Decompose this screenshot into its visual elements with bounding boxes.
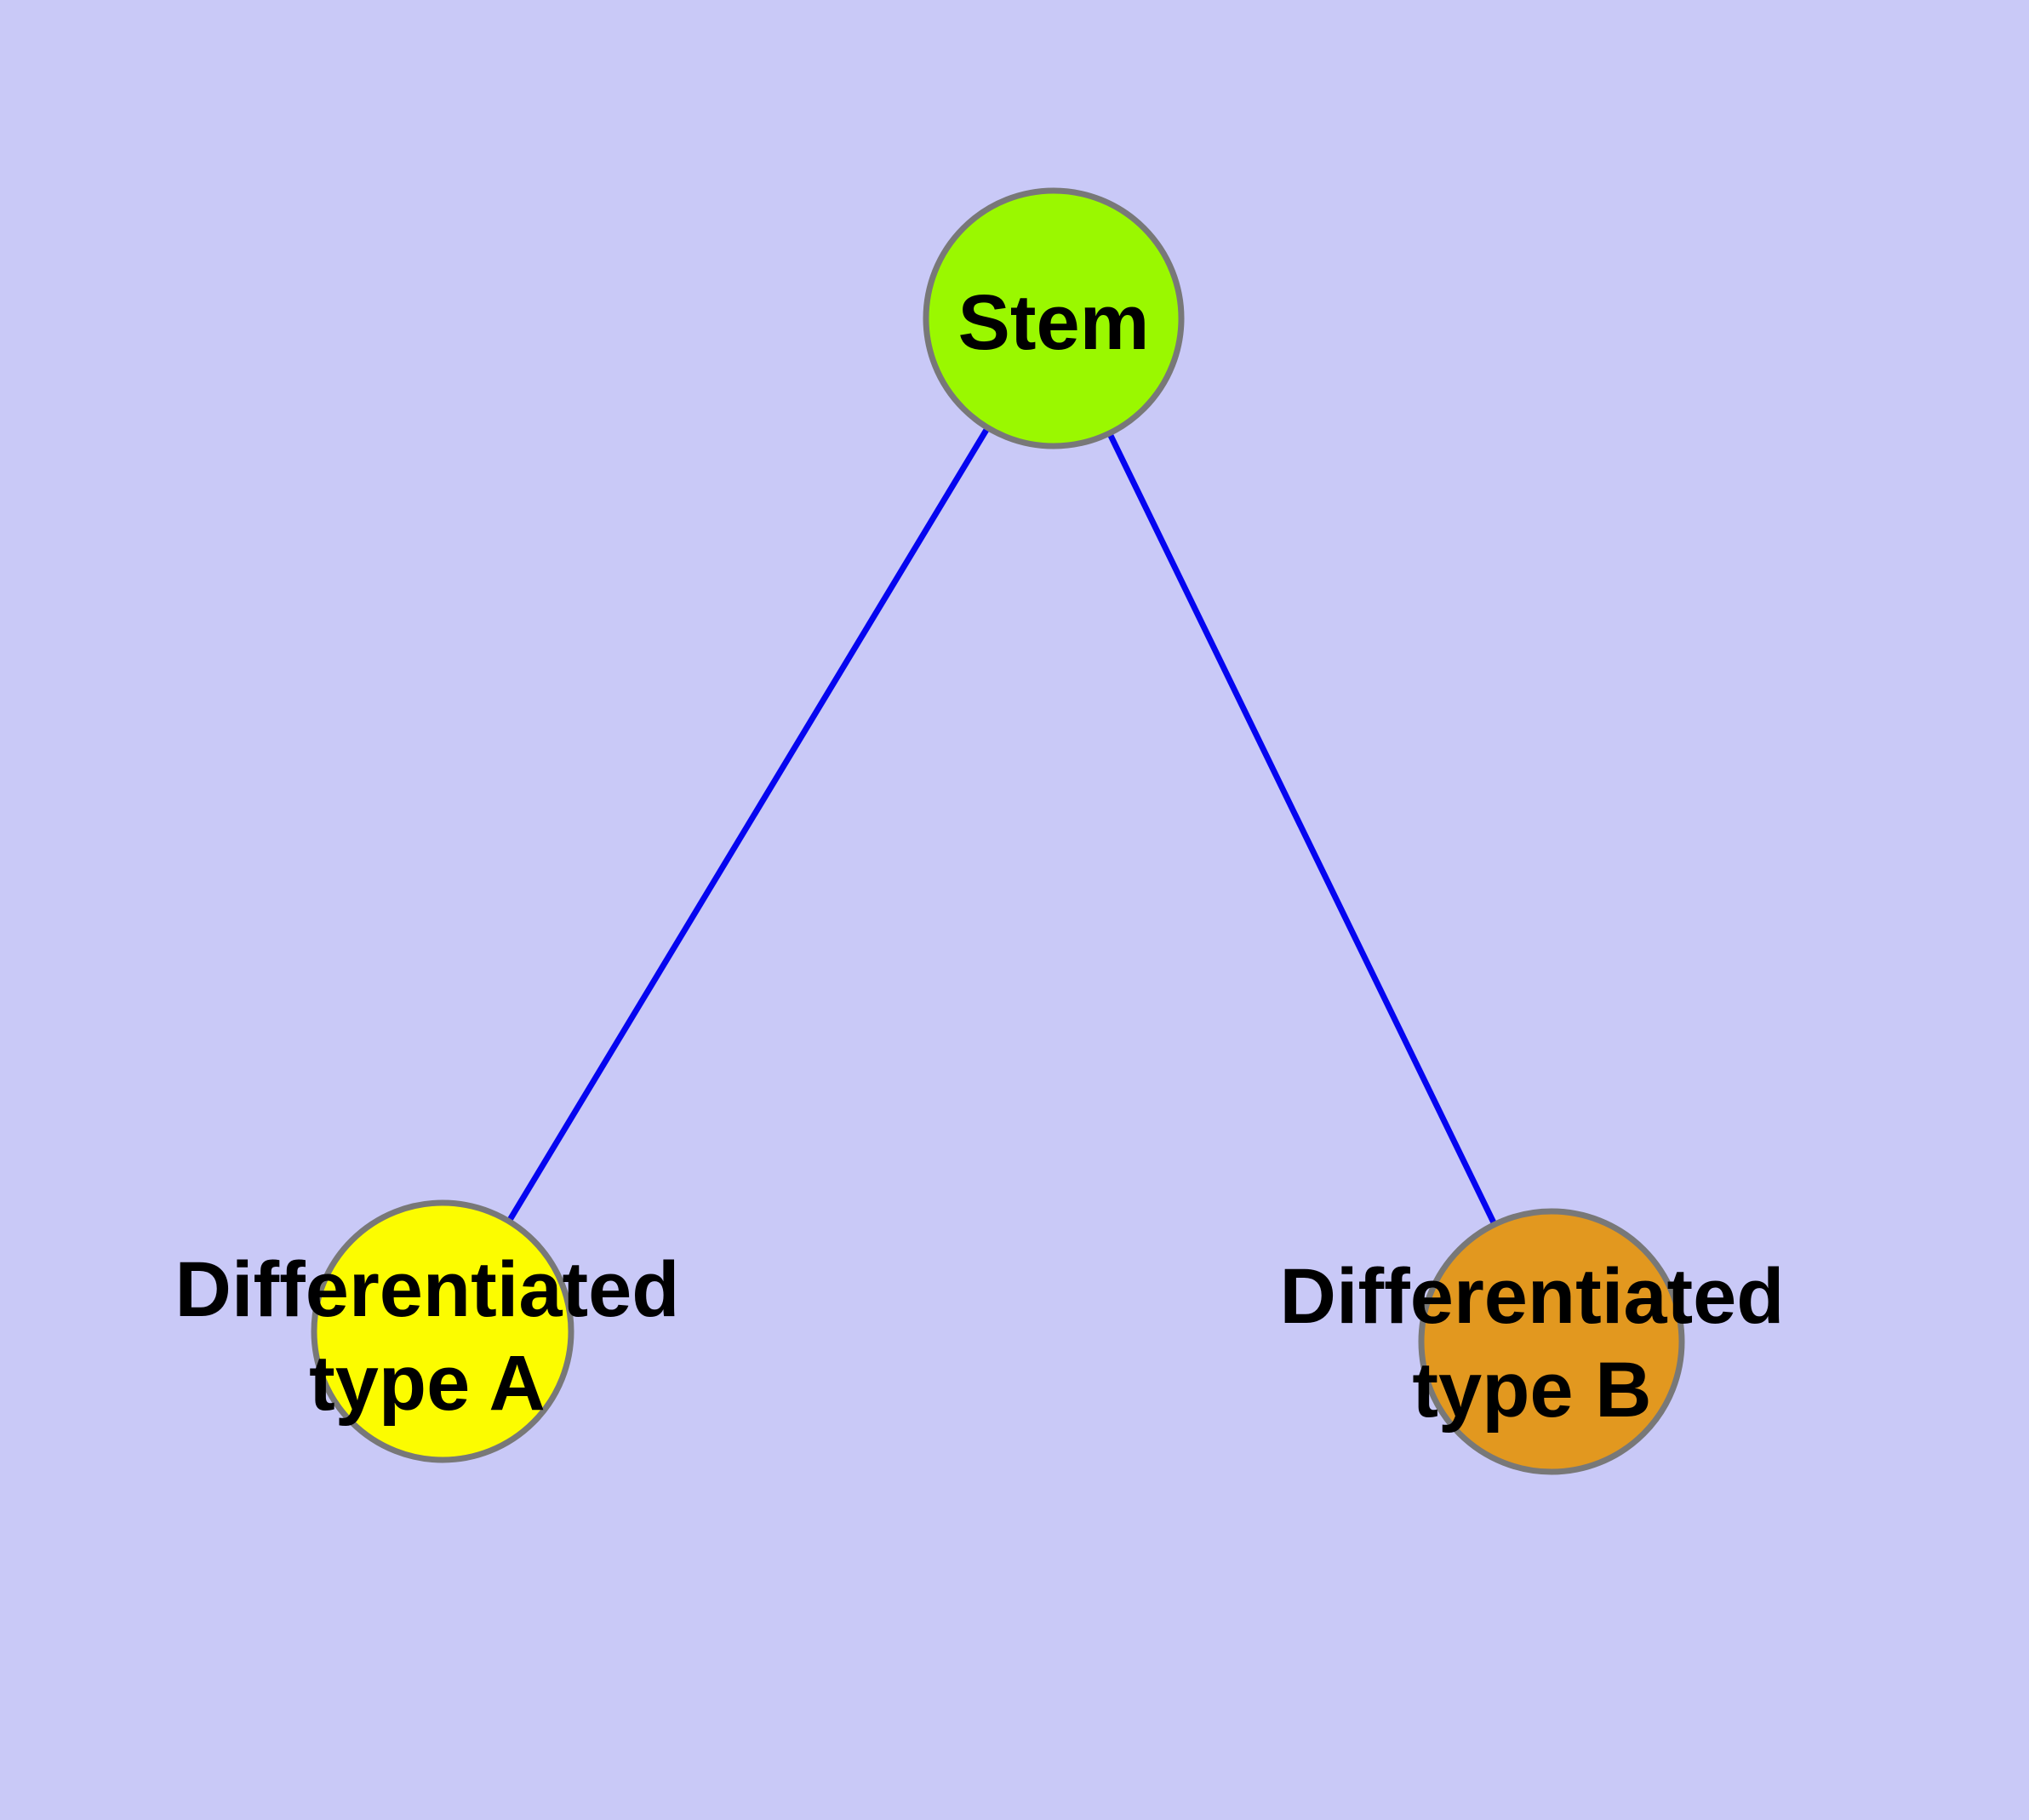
node-type-b-label-line2: type B — [1412, 1347, 1651, 1434]
node-type-b-circle — [1418, 1208, 1685, 1475]
node-type-a-label-line2: type A — [309, 1340, 546, 1427]
node-stem-circle — [923, 187, 1185, 449]
node-stem-label: Stem — [958, 279, 1150, 366]
node-type-a-label-line1: Differentiated — [175, 1246, 680, 1333]
node-type-b-label: Differentiated type B — [1280, 1253, 1785, 1434]
node-type-b-label-line1: Differentiated — [1280, 1253, 1785, 1340]
edge-stem-to-type-b — [1050, 317, 1555, 1343]
edge-stem-to-type-a — [440, 317, 1056, 1333]
node-type-a-label: Differentiated type A — [175, 1246, 680, 1427]
node-type-a-circle — [311, 1199, 574, 1463]
